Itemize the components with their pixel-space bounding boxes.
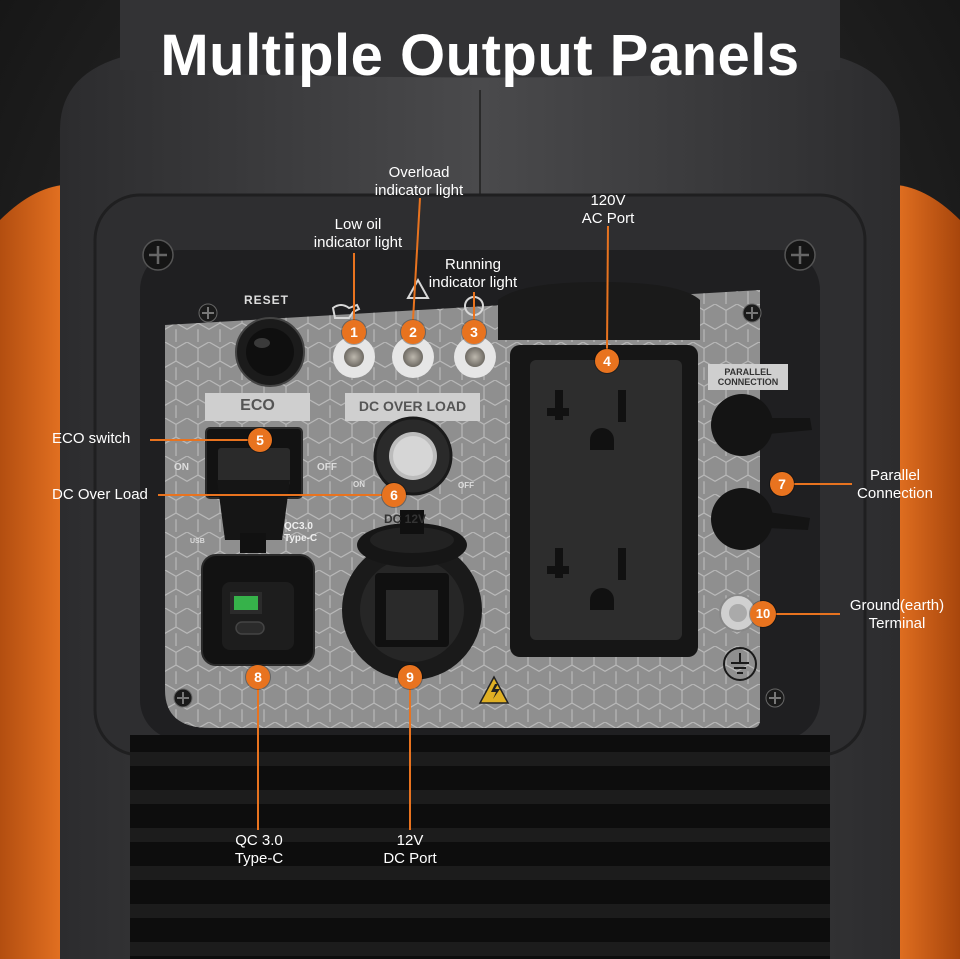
dc-off-label: OFF [458, 481, 474, 490]
eco-label: ECO [240, 397, 275, 414]
callout-8-badge: 8 [246, 665, 270, 689]
callout-5-label: ECO switch [52, 430, 131, 447]
eco-off-label: OFF [317, 462, 337, 473]
callout-7-badge: 7 [770, 472, 794, 496]
page-title: Multiple Output Panels [160, 23, 800, 88]
dc-overload-label: DC OVER LOAD [358, 398, 467, 414]
reset-label: RESET [244, 293, 290, 307]
callout-6-label: DC Over Load [52, 486, 148, 503]
dc-on-label: ON [353, 480, 365, 489]
callout-10-badge: 10 [750, 601, 776, 627]
qc-label: QC3.0 [284, 521, 313, 532]
dc12v-label: DC 12V [384, 512, 427, 526]
eco-on-label: ON [174, 462, 189, 473]
callout-6-badge: 6 [382, 483, 406, 507]
usb-label: USB [190, 538, 205, 545]
callout-9-badge: 9 [398, 665, 422, 689]
callout-1-badge: 1 [342, 320, 366, 344]
type-c-label: Type-C [284, 533, 318, 544]
callout-10-label: Ground(earth)Terminal [849, 597, 945, 632]
callout-5-badge: 5 [248, 428, 272, 452]
callout-3-badge: 3 [462, 320, 486, 344]
callout-4-badge: 4 [595, 349, 619, 373]
callout-2-badge: 2 [401, 320, 425, 344]
